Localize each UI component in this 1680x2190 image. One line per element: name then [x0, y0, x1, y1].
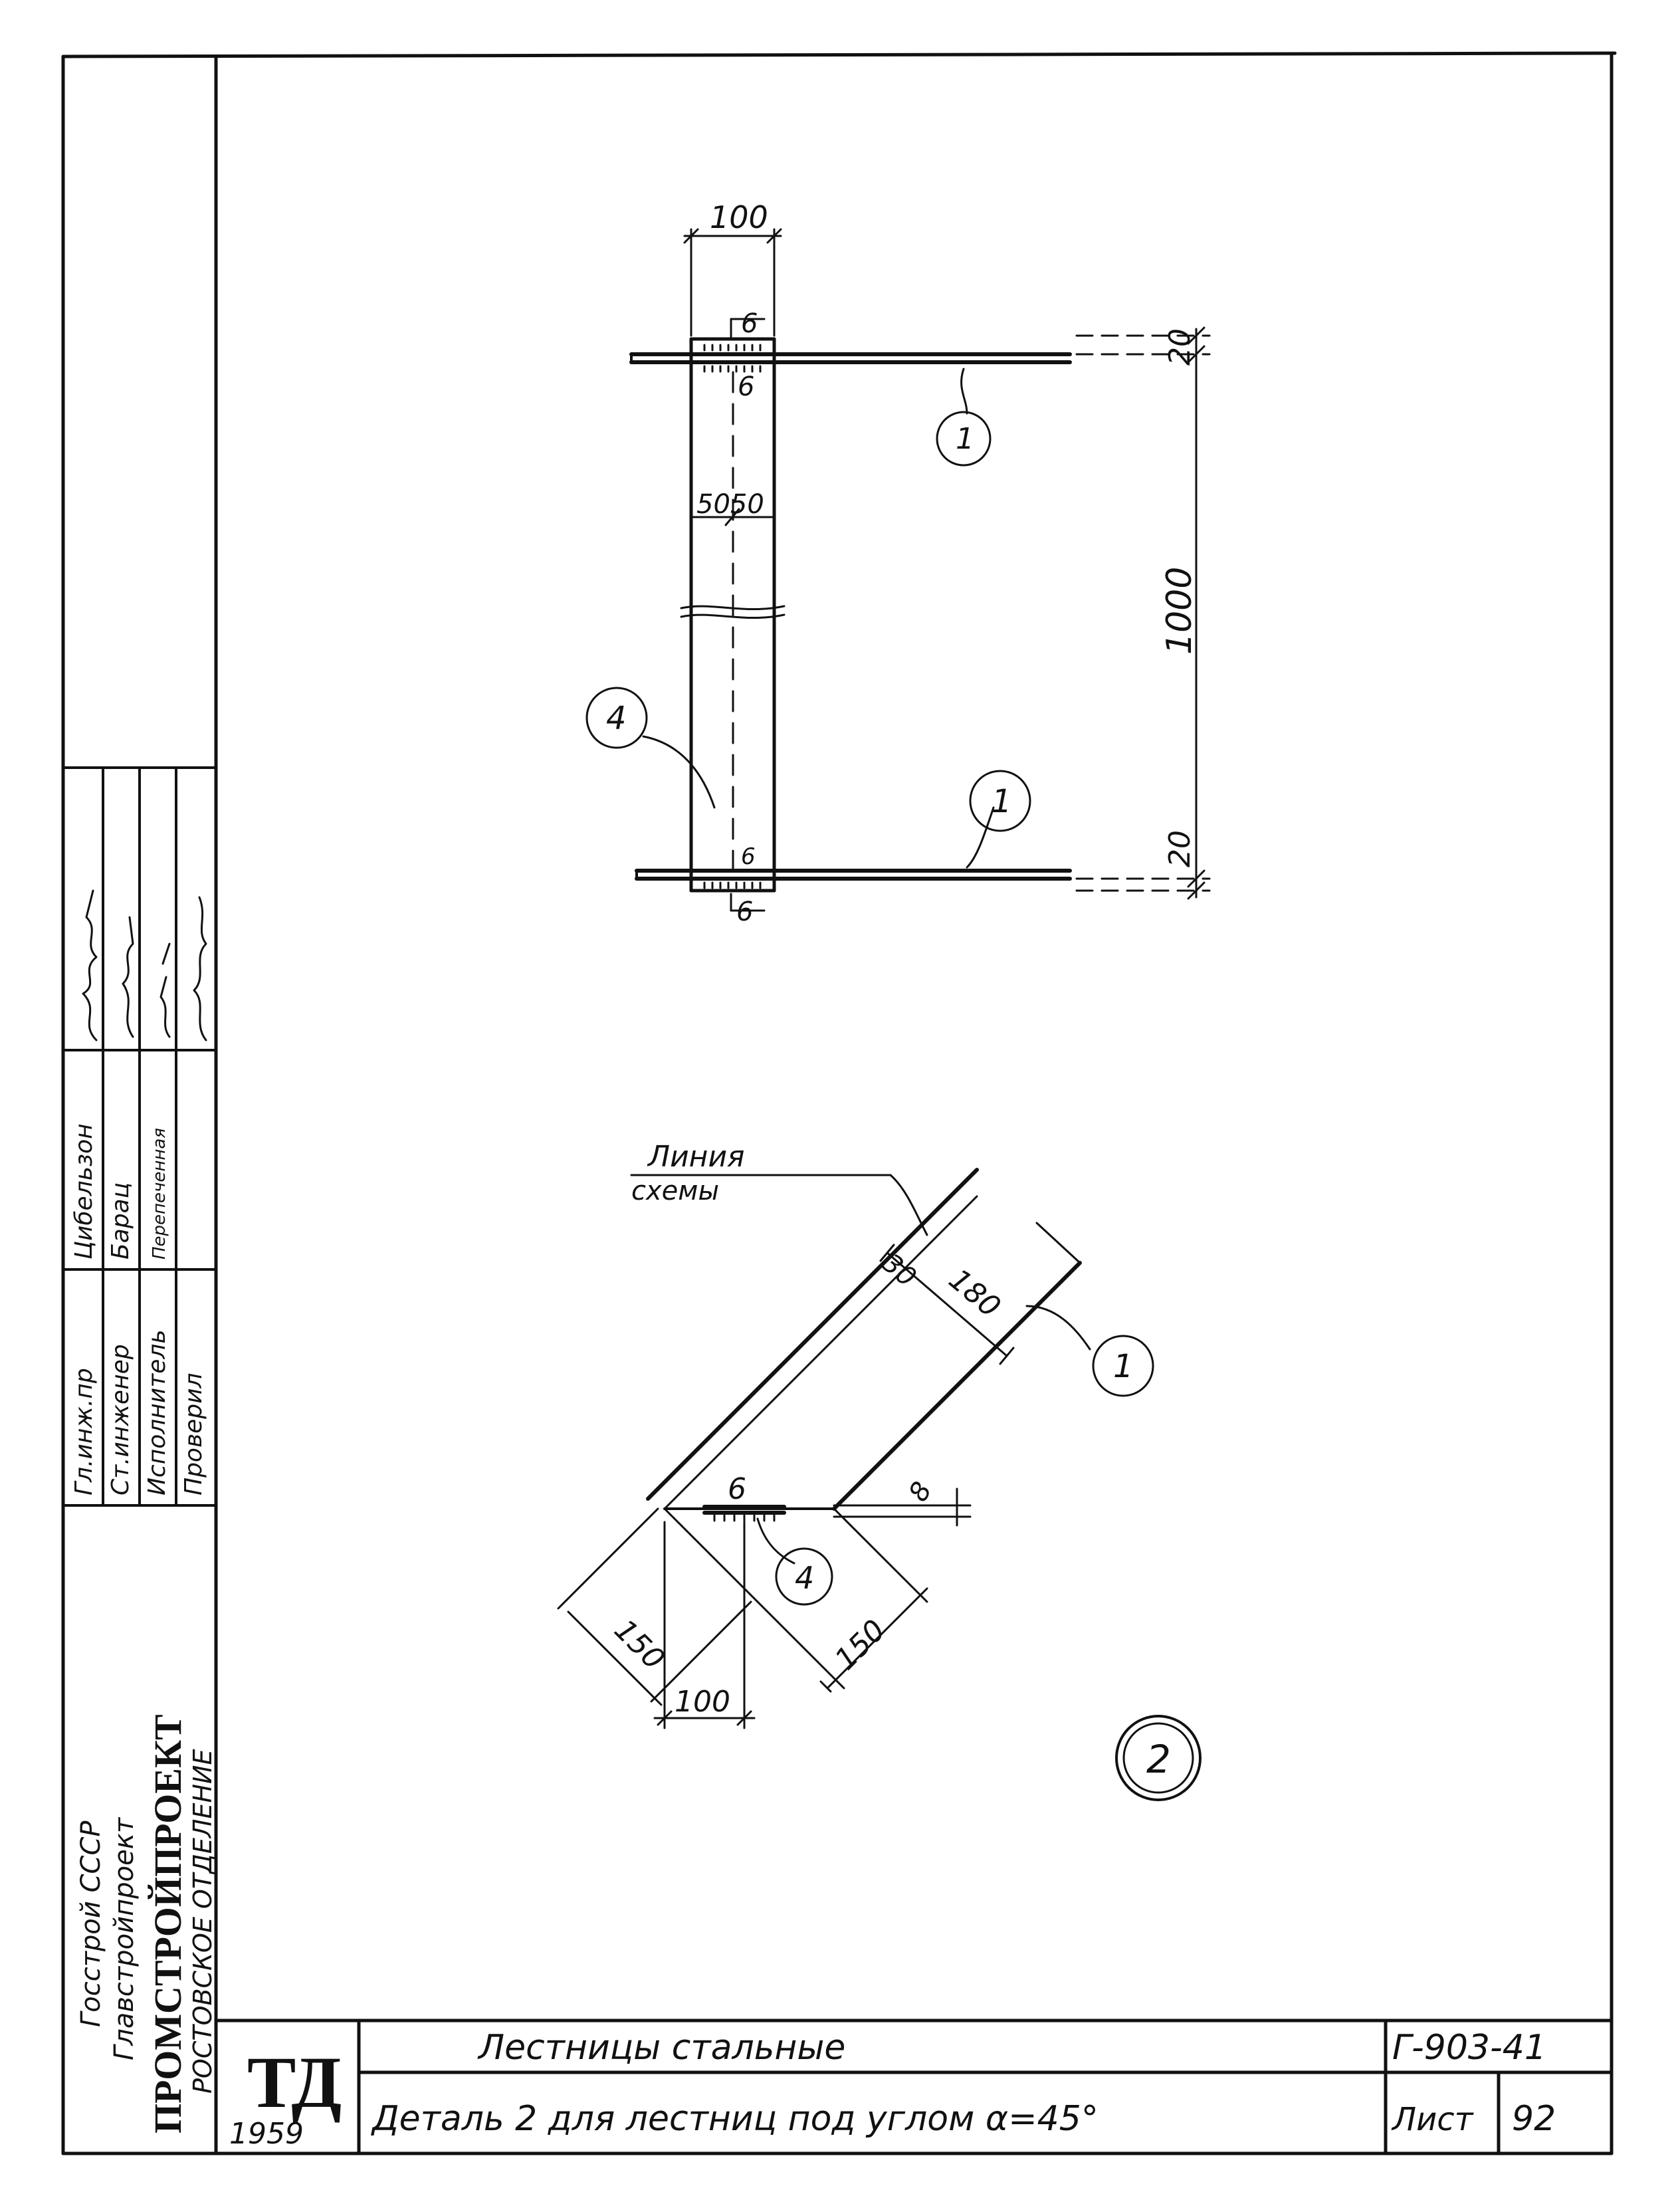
drawing-code: Г-903-41: [1392, 2028, 1546, 2068]
signature-3: [159, 942, 171, 1038]
name-executor: Перепеченная: [150, 1128, 169, 1259]
dim-100-section: [653, 1521, 756, 1729]
org-line-2: Главстройпроект: [109, 1816, 140, 2060]
rung-top: [629, 352, 1072, 364]
weld-leaders: [730, 318, 766, 912]
dim-150-right: [819, 1507, 928, 1693]
dim-8: [833, 1487, 972, 1527]
signature-roles: Гл.инж.пр Ст.инженер Исполнитель Провери…: [70, 1329, 207, 1495]
dim-width: [683, 228, 782, 337]
sheet-label: Лист: [1391, 2101, 1475, 2138]
svg-text:4: 4: [606, 700, 627, 737]
elevation-view: 100 6 6 6 6 5050 20 10: [585, 199, 1211, 927]
svg-text:1: 1: [992, 783, 1012, 820]
name-chief-engineer: Цибельзон: [70, 1123, 98, 1259]
elev-top-offset: 20: [1163, 328, 1197, 366]
org-line-3: ПРОМСТРОЙПРОЕКТ: [146, 1714, 189, 2134]
rung-bottom: [635, 869, 1072, 881]
section-dim-150-left: 150: [607, 1613, 671, 1676]
role-chief-engineer: Гл.инж.пр: [70, 1368, 98, 1495]
side-stamp: Гл.инж.пр Ст.инженер Исполнитель Провери…: [62, 766, 217, 2134]
weld-marks-elevation: [703, 344, 762, 889]
weld-label-bottom-2: 6: [736, 897, 753, 927]
stringer-callout: 4: [585, 687, 648, 749]
role-senior-engineer: Ст.инженер: [107, 1344, 134, 1495]
organization-text: Госстрой СССР Главстройпроект ПРОМСТРОЙП…: [76, 1714, 217, 2134]
section-rung-leader: [1025, 1222, 1091, 1351]
section-stringer-leader: [756, 1517, 795, 1565]
section-outline: [646, 1168, 1082, 1515]
org-line-4: РОСТОВСКОЕ ОТДЕЛЕНИЕ: [188, 1749, 217, 2094]
weld-label-top-1: 6: [741, 308, 758, 339]
weld-marks-section: [713, 1514, 776, 1522]
svg-text:4: 4: [795, 1560, 814, 1596]
callout-leaders-elevation: [642, 368, 995, 869]
drawing-subtitle: Деталь 2 для лестниц под углом α=45°: [371, 2099, 1099, 2139]
schema-line-leader: [630, 1174, 928, 1236]
sheet-number: 92: [1512, 2099, 1556, 2139]
weld-label-top-2: 6: [738, 372, 754, 402]
detail-number: 2: [1146, 1737, 1171, 1782]
role-executor: Исполнитель: [144, 1329, 171, 1495]
elev-height-label: 1000: [1160, 567, 1200, 655]
title-block: ТД 1959 Лестницы стальные Деталь 2 для л…: [214, 2019, 1614, 2155]
section-dim-180: 180: [942, 1262, 1007, 1324]
break-mark: [680, 605, 786, 619]
name-senior-engineer: Барац: [107, 1182, 134, 1259]
section-callout-stringer: 4: [775, 1547, 833, 1606]
dim-half-width: [690, 508, 776, 526]
dim-height: [1075, 326, 1211, 900]
role-checker: Проверил: [180, 1372, 207, 1495]
rung-callout-bottom: 1: [969, 770, 1031, 832]
dim-150-left: [557, 1507, 845, 1706]
elev-bottom-offset: 20: [1163, 830, 1197, 867]
svg-text:1: 1: [1113, 1348, 1134, 1385]
detail-number-marker: 2: [1115, 1715, 1202, 1801]
drawing-title: Лестницы стальные: [477, 2028, 845, 2068]
section-dim-100: 100: [675, 1685, 730, 1719]
org-line-1: Госстрой СССР: [76, 1820, 106, 2027]
year: 1959: [229, 2117, 304, 2151]
svg-text:1: 1: [956, 422, 974, 456]
schema-line-label-1: Линия: [647, 1140, 745, 1174]
signature-1: [82, 889, 98, 1041]
elev-width-label: 100: [710, 199, 768, 235]
td-logo: ТД: [247, 2042, 342, 2123]
signature-names: Цибельзон Барац Перепеченная: [70, 1123, 169, 1259]
schema-line-label-2: схемы: [631, 1176, 719, 1206]
elev-half-width-label: 5050: [696, 489, 764, 520]
weld-label-bottom-1: 6: [741, 843, 756, 870]
rung-callout-top: 1: [936, 411, 992, 467]
section-dim-30: 30: [877, 1248, 922, 1293]
section-callout-rung: 1: [1092, 1335, 1154, 1397]
section-view: Линия схемы 180 30 8 6 1: [557, 1140, 1154, 1729]
section-weld-label: 6: [728, 1472, 746, 1506]
sheet-frame: [61, 51, 1617, 2155]
dim-180: [879, 1244, 1015, 1365]
signature-2: [122, 916, 134, 1038]
signature-4: [193, 896, 207, 1041]
section-dim-150-right: 150: [829, 1613, 892, 1676]
section-dim-8: 8: [903, 1477, 938, 1507]
signature-scribbles: [82, 889, 207, 1041]
